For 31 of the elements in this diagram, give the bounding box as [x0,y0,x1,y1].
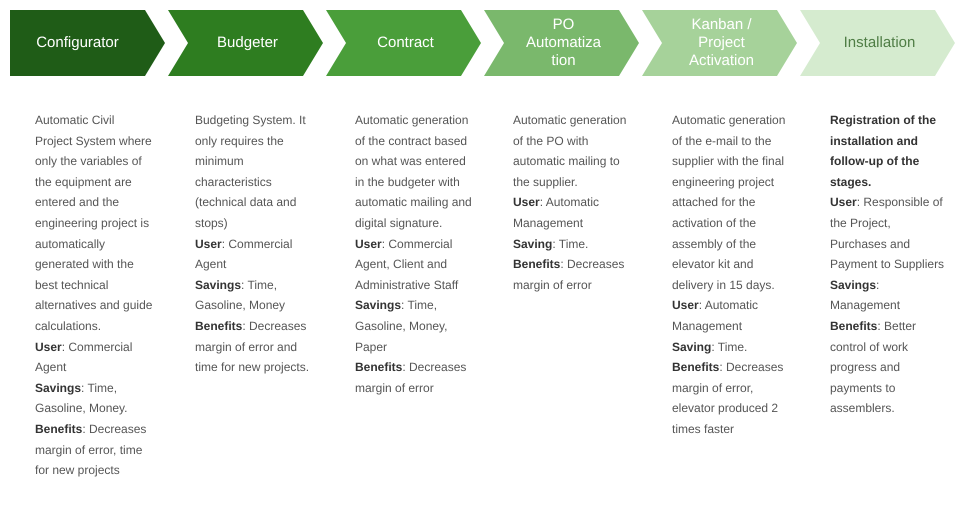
description-text: Budgeting System. It only requires the minimum characteristics (technical data and stops) [195,112,307,232]
description-text: Benefits: Decreases margin of error and time for new projects. [195,318,310,376]
description-text: Registration of the installation and follow-up of the stages. [830,112,938,191]
step-label: Configurator [35,34,120,52]
step-label: Contract [376,34,435,52]
description-text: Savings: Time, Gasoline, Money. [35,380,128,418]
description-text: User: Automatic Management [513,194,600,232]
description-text: Savings: Management [830,276,902,314]
description-text: Automatic generation of the PO with automatic mailing to the supplier. [513,112,628,191]
description-text: Benefits: Decreases margin of error, time for new projects [35,420,148,480]
description-text: Automatic generation of the contract based on what was entered in the budgeter with automatic mailing and digital signature. [355,112,473,232]
description-text: Benefits: Decreases margin of error [513,256,626,294]
description-text: Saving: Time. [672,338,748,356]
description-text: Saving: Time. [513,236,590,253]
description-text: Benefits: Decreases margin of error, elevator produced 2 times faster [672,359,784,438]
description-text: User: Responsible of the Project, Purchases and Payment to Suppliers [830,194,946,274]
description-text: User: Commercial Agent [35,338,134,376]
description-text: User: Commercial Agent [195,236,294,274]
description-text: Automatic Civil Project System where only the variables of the equipment are entered and the engineering project is automatically generated with the best technical alternatives and guide calculations. [35,112,154,335]
step-label: Installation [842,34,916,52]
description-text: User: Automatic Management [672,297,760,335]
step-label: Kanban / Project Activation [688,16,756,70]
description-text: Automatic generation of the e-mail to the supplier with the final engineering project attached for the activation of the assembly of the elevator kit and delivery in 15 days. [672,112,786,294]
description-text: Savings: Time, Gasoline, Money, Paper [355,297,448,356]
description-text: Benefits: Decreases margin of error [355,359,468,397]
process-step [10,10,165,76]
step-label: PO Automatiza tion [524,16,602,70]
description-text: Benefits: Better control of work progress and payments to assemblers. [830,318,918,418]
step-label: Budgeter [216,34,279,52]
description-text: Savings: Time, Gasoline, Money [195,276,286,314]
description-text: User: Commercial Agent, Client and Administrative Staff [355,236,460,294]
